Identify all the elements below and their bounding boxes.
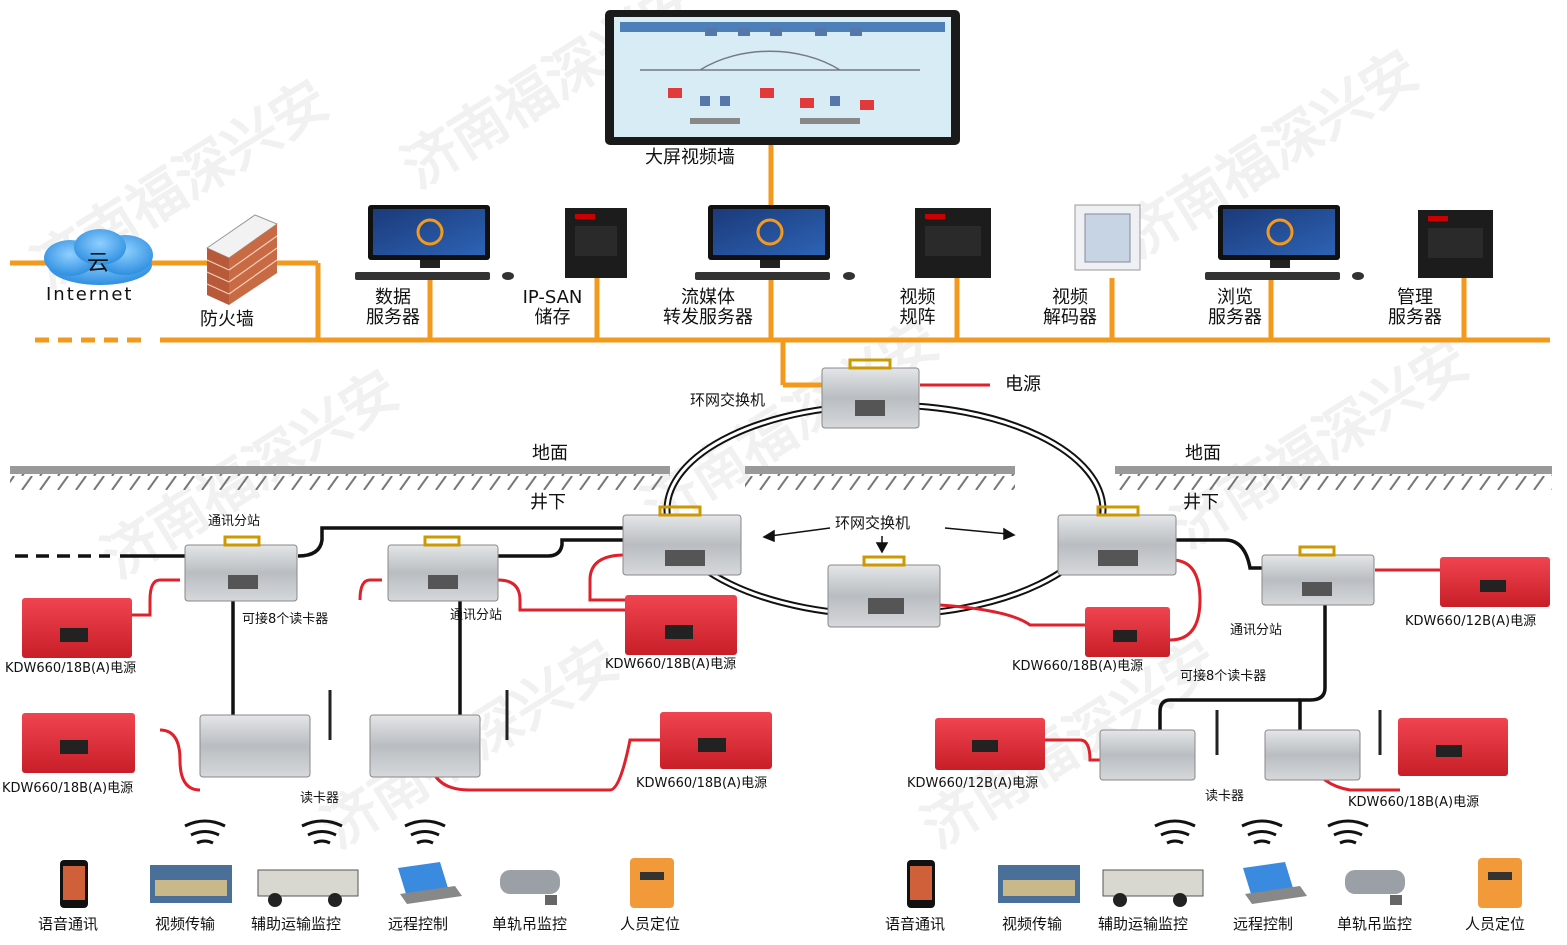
ground-line bbox=[10, 466, 1552, 490]
ring-label-arrows bbox=[762, 527, 1016, 554]
psu-box-1 bbox=[22, 598, 132, 658]
server-label: 流媒体转发服务器 bbox=[663, 287, 753, 328]
server-label: 视频解码器 bbox=[1043, 287, 1097, 328]
firewall-label: 防火墙 bbox=[200, 309, 254, 330]
surface-label-left: 地面 bbox=[532, 443, 568, 464]
psu-label: KDW660/18B(A)电源 bbox=[636, 776, 768, 791]
terminal-label: 远程控制 bbox=[388, 915, 449, 933]
terminal-label: 人员定位 bbox=[620, 915, 681, 933]
reader-capacity-note: 可接8个读卡器 bbox=[242, 612, 329, 627]
firewall-icon bbox=[205, 214, 279, 305]
phone-icon bbox=[907, 860, 935, 908]
psu-box-6 bbox=[660, 712, 772, 769]
reader-capacity-note: 可接8个读卡器 bbox=[1180, 669, 1267, 684]
server-label: 视频规阵 bbox=[899, 287, 936, 328]
psu-box-8 bbox=[1398, 718, 1508, 776]
management-server bbox=[1418, 210, 1493, 278]
data-cables bbox=[15, 526, 1327, 730]
psu-box-5 bbox=[22, 713, 135, 773]
comm-substation-1 bbox=[184, 535, 298, 602]
ring-switch-left bbox=[622, 505, 742, 576]
personnel-positioning-icon bbox=[630, 858, 674, 908]
substation-label: 通讯分站 bbox=[1230, 623, 1283, 638]
transport-vehicle-icon bbox=[1102, 869, 1204, 907]
video-matrix-device bbox=[915, 208, 991, 278]
psu-label: KDW660/18B(A)电源 bbox=[2, 781, 134, 796]
ring-switch-right bbox=[1057, 505, 1177, 576]
pc-data-server bbox=[355, 205, 514, 280]
video-decoder-cabinet bbox=[1074, 204, 1141, 271]
terminal-label: 辅助运输监控 bbox=[1098, 915, 1189, 933]
server-label: 浏览服务器 bbox=[1208, 287, 1262, 328]
comm-substation-2 bbox=[387, 535, 499, 602]
card-reader-2 bbox=[369, 690, 509, 778]
psu-box-3 bbox=[1085, 607, 1170, 657]
underground-label-left: 井下 bbox=[530, 492, 566, 513]
underground-label-right: 井下 bbox=[1183, 492, 1219, 513]
ring-switch-label: 环网交换机 bbox=[835, 514, 911, 532]
core-power-label: 电源 bbox=[1005, 374, 1041, 395]
psu-label: KDW660/18B(A)电源 bbox=[605, 657, 737, 672]
substation-label: 通讯分站 bbox=[450, 608, 503, 623]
terminal-label: 单轨吊监控 bbox=[1337, 915, 1413, 933]
laptop-icon bbox=[398, 862, 462, 904]
terminal-label: 单轨吊监控 bbox=[492, 915, 568, 933]
monorail-camera-icon bbox=[500, 870, 560, 905]
card-reader-label: 读卡器 bbox=[1205, 789, 1245, 804]
pc-streaming-server bbox=[695, 205, 855, 280]
terminal-label: 视频传输 bbox=[155, 915, 216, 933]
terminal-label: 远程控制 bbox=[1233, 915, 1294, 933]
server-label: 管理服务器 bbox=[1388, 287, 1442, 328]
psu-label: KDW660/12B(A)电源 bbox=[907, 776, 1039, 791]
internet-label: Internet bbox=[46, 284, 134, 305]
substation-label: 通讯分站 bbox=[208, 514, 261, 529]
ip-san-storage bbox=[565, 208, 627, 278]
monorail-camera-icon bbox=[1345, 870, 1405, 905]
comm-substation-3 bbox=[1261, 545, 1375, 606]
psu-label: KDW660/18B(A)电源 bbox=[1012, 659, 1144, 674]
terminal-label: 语音通讯 bbox=[885, 915, 946, 933]
pc-browse-server bbox=[1205, 205, 1364, 280]
ring-switch-bottom bbox=[827, 555, 941, 628]
terminal-label: 人员定位 bbox=[1465, 915, 1526, 933]
video-screen-icon bbox=[150, 865, 232, 903]
ring-switch-main bbox=[821, 358, 920, 429]
cloud-icon bbox=[44, 229, 153, 285]
psu-label: KDW660/18B(A)电源 bbox=[1348, 795, 1480, 810]
psu-box-2 bbox=[625, 595, 737, 655]
psu-box-4 bbox=[1440, 557, 1550, 607]
terminal-label: 辅助运输监控 bbox=[251, 915, 342, 933]
terminal-label: 视频传输 bbox=[1002, 915, 1063, 933]
laptop-icon bbox=[1243, 862, 1307, 904]
card-reader-1 bbox=[199, 690, 332, 778]
psu-label: KDW660/12B(A)电源 bbox=[1405, 614, 1537, 629]
card-reader-4 bbox=[1264, 710, 1382, 781]
terminal-label: 语音通讯 bbox=[38, 915, 99, 933]
core-switch-label: 环网交换机 bbox=[690, 391, 766, 409]
cloud-icon-text: 云 bbox=[87, 251, 110, 276]
server-label: 数据服务器 bbox=[366, 287, 420, 328]
card-reader-label: 读卡器 bbox=[300, 791, 340, 806]
psu-box-7 bbox=[935, 718, 1045, 770]
video-wall-monitor bbox=[605, 10, 960, 145]
personnel-positioning-icon bbox=[1478, 858, 1522, 908]
video-wall-label: 大屏视频墙 bbox=[645, 147, 735, 168]
power-cables bbox=[132, 383, 1440, 792]
phone-icon bbox=[60, 860, 88, 908]
video-screen-icon bbox=[998, 865, 1080, 903]
surface-label-right: 地面 bbox=[1185, 443, 1221, 464]
wireless-signal-icons bbox=[184, 819, 1369, 845]
card-reader-3 bbox=[1099, 710, 1219, 781]
transport-vehicle-icon bbox=[257, 869, 359, 907]
psu-label: KDW660/18B(A)电源 bbox=[5, 661, 137, 676]
